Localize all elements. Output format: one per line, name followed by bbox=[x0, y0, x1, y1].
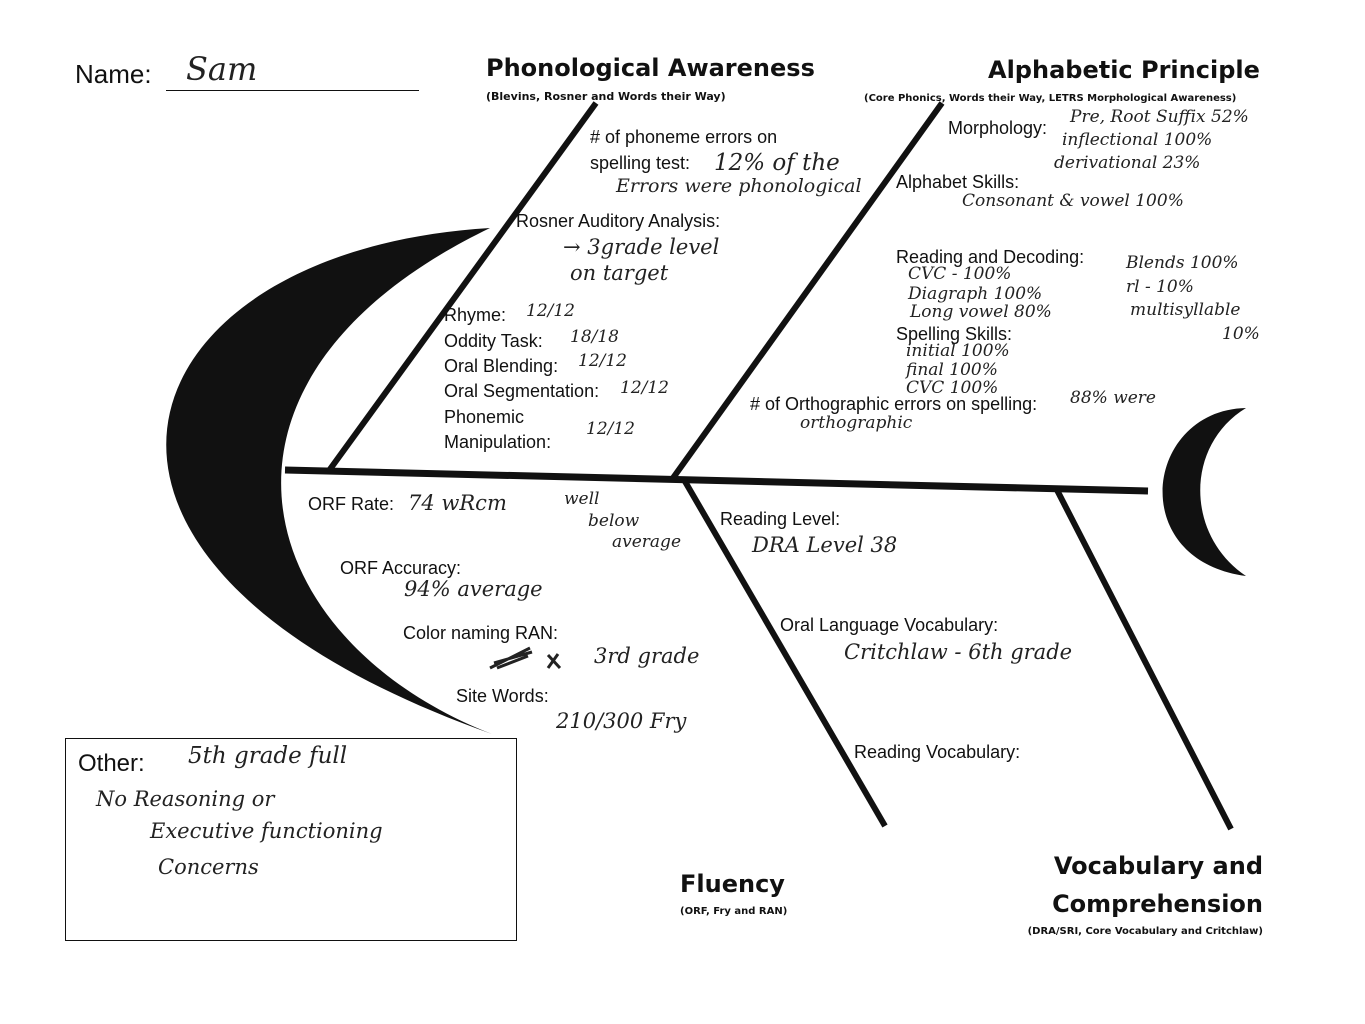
decoding-label: Reading and Decoding: bbox=[896, 247, 1085, 267]
oral-vocab-value: Critchlaw - 6th grade bbox=[844, 640, 1073, 664]
phoneme-errors-value-2: Errors were phonological bbox=[616, 175, 862, 197]
phoneme-errors-label-1: # of phoneme errors on bbox=[590, 127, 778, 147]
orthographic-value-1: 88% were bbox=[1070, 388, 1156, 408]
phoneme-errors-value-1: 12% of the bbox=[714, 150, 840, 176]
morphology-value-3: derivational 23% bbox=[1054, 153, 1201, 173]
other-value-2: No Reasoning or bbox=[96, 787, 275, 811]
morphology-value-2: inflectional 100% bbox=[1062, 130, 1213, 150]
oddity-value: 18/18 bbox=[570, 327, 619, 347]
phoneme-errors-label-2: spelling test: bbox=[590, 153, 691, 173]
decoding-value-4: Blends 100% bbox=[1126, 253, 1239, 273]
blending-value: 12/12 bbox=[578, 351, 627, 371]
decoding-value-5: rl - 10% bbox=[1126, 277, 1194, 297]
decoding-value-3: Long vowel 80% bbox=[910, 302, 1052, 322]
oddity-label: Oddity Task: bbox=[444, 331, 543, 351]
decoding-value-1: CVC - 100% bbox=[908, 264, 1012, 284]
other-label: Other: bbox=[78, 750, 145, 777]
other-value-4: Concerns bbox=[158, 855, 259, 879]
spelling-value-3: CVC 100% bbox=[906, 378, 999, 398]
phonological-sources: (Blevins, Rosner and Words their Way) bbox=[486, 90, 726, 103]
orthographic-label: # of Orthographic errors on spelling: bbox=[750, 394, 1038, 414]
bone-vocabulary bbox=[1054, 488, 1234, 831]
alphabet-skills-label: Alphabet Skills: bbox=[896, 172, 1020, 192]
ran-label: Color naming RAN: bbox=[403, 623, 559, 643]
fluency-title: Fluency bbox=[680, 870, 785, 898]
manipulation-label-1: Phonemic bbox=[444, 407, 525, 427]
morphology-label: Morphology: bbox=[948, 118, 1048, 138]
decoding-value-6: multisyllable bbox=[1130, 300, 1241, 320]
orf-rate-note-3: average bbox=[612, 532, 682, 552]
rhyme-value: 12/12 bbox=[526, 301, 575, 321]
orf-rate-note-1: well bbox=[564, 489, 600, 509]
orf-accuracy-label: ORF Accuracy: bbox=[340, 558, 462, 578]
orf-rate-label: ORF Rate: bbox=[308, 494, 395, 514]
rosner-label: Rosner Auditory Analysis: bbox=[516, 211, 721, 231]
blending-label: Oral Blending: bbox=[444, 356, 559, 376]
rosner-value-1: → 3grade level bbox=[563, 235, 720, 259]
morphology-value-1: Pre, Root Suffix 52% bbox=[1070, 107, 1249, 127]
spelling-value-2: final 100% bbox=[906, 360, 998, 380]
decoding-value-2: Diagraph 100% bbox=[908, 284, 1043, 304]
name-value: Sam bbox=[186, 50, 258, 88]
manipulation-value: 12/12 bbox=[586, 419, 635, 439]
orf-accuracy-value: 94% average bbox=[404, 577, 543, 601]
vocabulary-sources: (DRA/SRI, Core Vocabulary and Critchlaw) bbox=[1027, 926, 1263, 937]
bone-alphabetic bbox=[670, 101, 945, 480]
bone-fluency bbox=[680, 476, 888, 828]
scribble-mark bbox=[489, 646, 562, 670]
name-label: Name: bbox=[75, 59, 152, 89]
orf-rate-note-2: below bbox=[588, 511, 640, 531]
rosner-value-2: on target bbox=[570, 261, 669, 285]
vocabulary-title-2: Comprehension bbox=[1052, 890, 1263, 918]
fish-spine bbox=[284, 466, 1149, 495]
segmentation-value: 12/12 bbox=[620, 378, 669, 398]
site-words-value: 210/300 Fry bbox=[556, 709, 687, 733]
other-value-3: Executive functioning bbox=[150, 819, 383, 843]
vocabulary-title-1: Vocabulary and bbox=[1053, 852, 1263, 880]
segmentation-label: Oral Segmentation: bbox=[444, 381, 600, 401]
alphabet-skills-value: Consonant & vowel 100% bbox=[962, 191, 1184, 211]
reading-level-value: DRA Level 38 bbox=[752, 533, 898, 557]
orthographic-value-2: orthographic bbox=[800, 413, 913, 433]
reading-level-label: Reading Level: bbox=[720, 509, 841, 529]
fluency-sources: (ORF, Fry and RAN) bbox=[680, 906, 788, 917]
fish-head-shape bbox=[166, 228, 492, 734]
spelling-skills-label: Spelling Skills: bbox=[896, 324, 1013, 344]
decoding-value-7: 10% bbox=[1222, 324, 1260, 344]
name-underline bbox=[166, 90, 419, 91]
phonological-title: Phonological Awareness bbox=[486, 54, 815, 82]
oral-vocab-label: Oral Language Vocabulary: bbox=[780, 615, 999, 635]
spelling-value-1: initial 100% bbox=[906, 341, 1010, 361]
rhyme-label: Rhyme: bbox=[444, 305, 507, 325]
orf-rate-value: 74 wRcm bbox=[408, 491, 507, 515]
site-words-label: Site Words: bbox=[456, 686, 549, 706]
alphabetic-sources: (Core Phonics, Words their Way, LETRS Mo… bbox=[864, 93, 1237, 104]
other-box bbox=[65, 738, 517, 941]
manipulation-label-2: Manipulation: bbox=[444, 432, 552, 452]
fish-tail-shape bbox=[1162, 408, 1246, 576]
bone-phonological bbox=[325, 101, 599, 474]
ran-value: 3rd grade bbox=[594, 644, 700, 668]
reading-vocab-label: Reading Vocabulary: bbox=[854, 742, 1021, 762]
alphabetic-title: Alphabetic Principle bbox=[988, 56, 1260, 84]
other-value-1: 5th grade full bbox=[188, 743, 348, 769]
